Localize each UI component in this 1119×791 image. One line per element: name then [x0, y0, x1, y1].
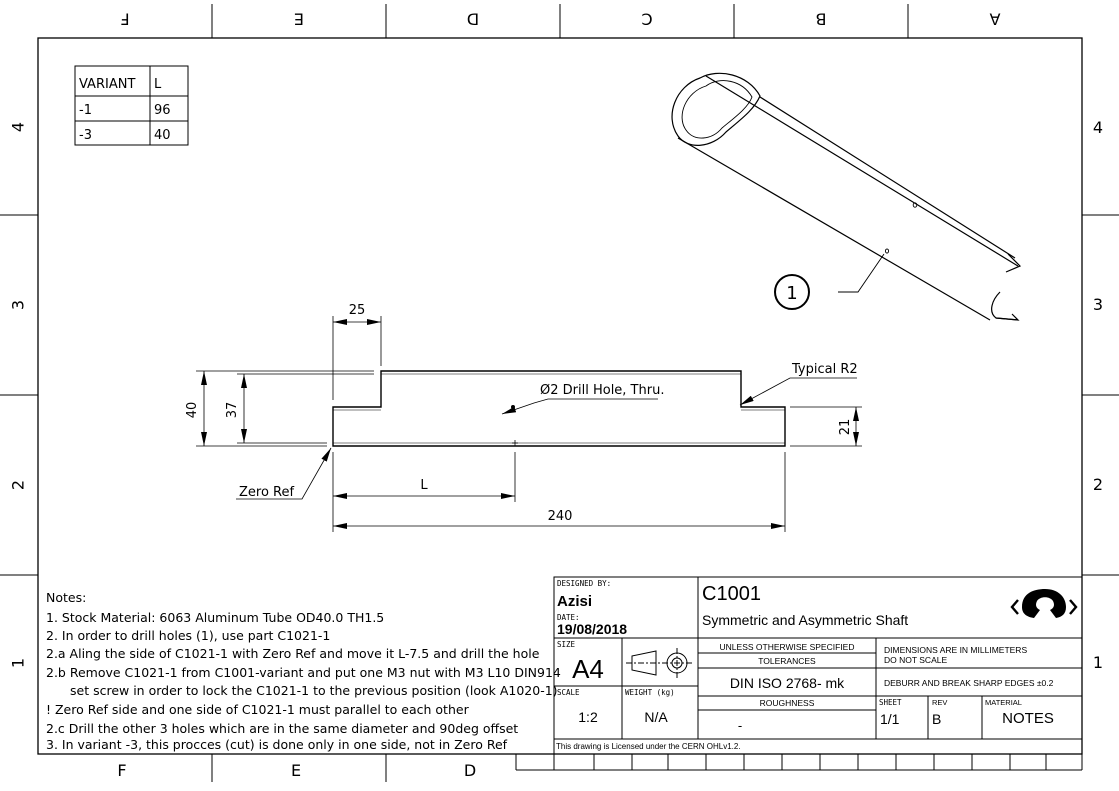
dimension-height: 37	[225, 402, 240, 419]
note-line: 2. In order to drill holes (1), use part…	[46, 628, 330, 643]
note-line: 2.a Aling the side of C1021-1 with Zero …	[46, 646, 540, 661]
variant-table: VARIANT L -1 96 -3 40	[74, 65, 189, 146]
variant-table-cell: 40	[154, 128, 171, 143]
note-line: ! Zero Ref side and one side of C1021-1 …	[46, 702, 470, 717]
zone-letter-bottom: E	[291, 761, 301, 780]
size-label: SIZE	[557, 640, 576, 649]
unless-specified-label: UNLESS OTHERWISE SPECIFIED	[720, 642, 855, 652]
zone-letter-top: F	[120, 10, 129, 29]
zone-number-right: 2	[1093, 475, 1103, 494]
variant-table-header: L	[154, 77, 162, 92]
dimension-width: 25	[349, 303, 366, 318]
dimension-length: L	[420, 478, 428, 493]
isometric-tube-view	[671, 72, 1022, 321]
zone-letter-top: C	[641, 10, 652, 29]
weight-label: WEIGHT (kg)	[625, 688, 675, 697]
note-line: 2.c Drill the other 3 holes which are in…	[46, 721, 518, 736]
variant-table-header: VARIANT	[79, 77, 135, 92]
material-label: MATERIAL	[985, 698, 1022, 707]
deburr-note: DEBURR AND BREAK SHARP EDGES ±0.2	[884, 678, 1054, 688]
note-line: 3. In variant -3, this procces (cut) is …	[46, 737, 508, 752]
variant-table-cell: -3	[79, 128, 92, 143]
sheet-number: 1/1	[880, 711, 900, 727]
date-label: DATE:	[557, 613, 580, 622]
zone-letter-bottom: F	[117, 761, 126, 780]
dimension-length: 240	[548, 509, 573, 524]
shaft-profile-view	[332, 370, 786, 447]
sheet-label: SHEET	[879, 698, 902, 707]
zone-number-left: 1	[9, 658, 28, 668]
sheet-size: A4	[572, 654, 604, 684]
zone-number-left: 3	[9, 300, 28, 310]
dimensions-note: DIMENSIONS ARE IN MILLIMETERS	[884, 645, 1027, 655]
roughness-value: -	[738, 718, 742, 733]
dimension-lines	[196, 316, 862, 532]
notes-block: Notes: 1. Stock Material: 6063 Aluminum …	[46, 590, 561, 752]
variant-table-cell: 96	[154, 103, 171, 118]
part-title: Symmetric and Asymmetric Shaft	[702, 612, 908, 628]
zero-ref-callout: Zero Ref	[239, 485, 294, 500]
notes-heading: Notes:	[46, 590, 86, 605]
item-balloon-number: 1	[786, 283, 797, 304]
license-note: This drawing is Licensed under the CERN …	[556, 742, 741, 751]
zone-ticks	[0, 4, 1119, 782]
scale-label: SCALE	[557, 688, 580, 697]
designed-by-label: DESIGNED BY:	[557, 579, 611, 588]
title-block: DESIGNED BY: DATE: SIZE SCALE WEIGHT (kg…	[553, 576, 1083, 770]
designer-name: Azisi	[557, 593, 592, 610]
dimensions-note: DO NOT SCALE	[884, 655, 947, 665]
zone-letter-top: A	[989, 10, 1000, 29]
annotation-leaders	[236, 377, 857, 500]
radius-callout: Typical R2	[791, 362, 858, 377]
drill-hole-callout: Ø2 Drill Hole, Thru.	[540, 383, 664, 398]
revision: B	[932, 711, 941, 727]
rev-label: REV	[932, 698, 947, 707]
variant-table-cell: -1	[79, 103, 92, 118]
zone-letter-bottom: D	[464, 761, 476, 780]
zone-number-right: 3	[1093, 295, 1103, 314]
drawing-scale: 1:2	[578, 709, 598, 725]
tolerance-standard: DIN ISO 2768- mk	[730, 675, 845, 691]
material-value: NOTES	[1002, 710, 1054, 727]
dimension-height: 40	[185, 402, 200, 419]
zone-letter-top: D	[467, 10, 479, 29]
note-line: 2.b Remove C1021-1 from C1001-variant an…	[46, 665, 561, 680]
zone-number-left: 4	[9, 122, 28, 132]
zone-letter-top: E	[294, 10, 304, 29]
note-line: set screw in order to lock the C1021-1 t…	[70, 683, 558, 698]
open-hardware-logo-icon	[1010, 589, 1078, 618]
zone-number-right: 1	[1093, 653, 1103, 672]
third-angle-projection-icon	[626, 648, 693, 678]
dimension-height: 21	[838, 419, 853, 436]
note-line: 1. Stock Material: 6063 Aluminum Tube OD…	[46, 610, 384, 625]
zone-letter-top: B	[816, 10, 827, 29]
item-balloon: 1	[774, 274, 810, 310]
drawing-date: 19/08/2018	[557, 621, 627, 637]
zone-number-left: 2	[9, 480, 28, 490]
tolerances-label: TOLERANCES	[758, 656, 816, 666]
part-weight: N/A	[644, 709, 668, 725]
zone-number-right: 4	[1093, 118, 1103, 137]
roughness-label: ROUGHNESS	[760, 698, 815, 708]
part-number: C1001	[702, 583, 761, 605]
